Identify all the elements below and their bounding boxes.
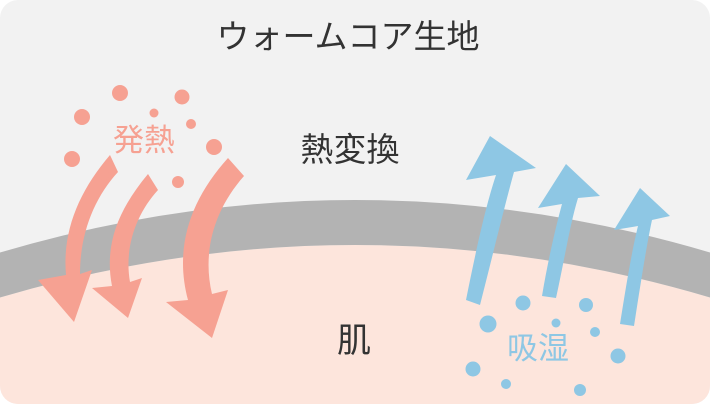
heat-generation-label: 発熱 <box>113 123 175 159</box>
moisture-dot-icon <box>574 384 586 396</box>
moisture-dot-icon <box>551 318 561 328</box>
heat-dot-icon <box>64 151 80 167</box>
heat-dot-icon <box>149 108 159 118</box>
moisture-dot-icon <box>465 361 481 377</box>
heat-dot-icon <box>186 119 196 129</box>
moisture-dot-icon <box>590 327 600 337</box>
heat-dot-icon <box>206 139 222 155</box>
moisture-dot-icon <box>579 298 593 312</box>
heat-dot-icon <box>172 176 184 188</box>
heat-dot-icon <box>99 170 109 180</box>
heat-arrow-icon <box>38 155 118 322</box>
fabric-band <box>0 200 710 310</box>
moisture-dot-icon <box>501 379 511 389</box>
moisture-dot-icon <box>515 295 531 311</box>
skin-label: 肌 <box>337 321 371 361</box>
moisture-dot-icon <box>610 348 626 364</box>
moisture-arrow-icon <box>538 164 600 298</box>
moisture-absorption-label: 吸湿 <box>507 331 569 367</box>
moisture-arrow-icon <box>466 136 536 305</box>
heat-arrow-icon <box>166 158 244 338</box>
moisture-dot-icon <box>479 315 497 333</box>
heat-exchange-label: 熱変換 <box>300 130 400 169</box>
moisture-arrow-icon <box>614 188 670 326</box>
heat-arrow-icon <box>92 174 158 318</box>
heat-dot-icon <box>74 109 90 125</box>
diagram-title: ウォームコア生地 <box>216 17 480 56</box>
heat-dot-icon <box>112 85 128 101</box>
heat-dot-icon <box>174 89 190 105</box>
